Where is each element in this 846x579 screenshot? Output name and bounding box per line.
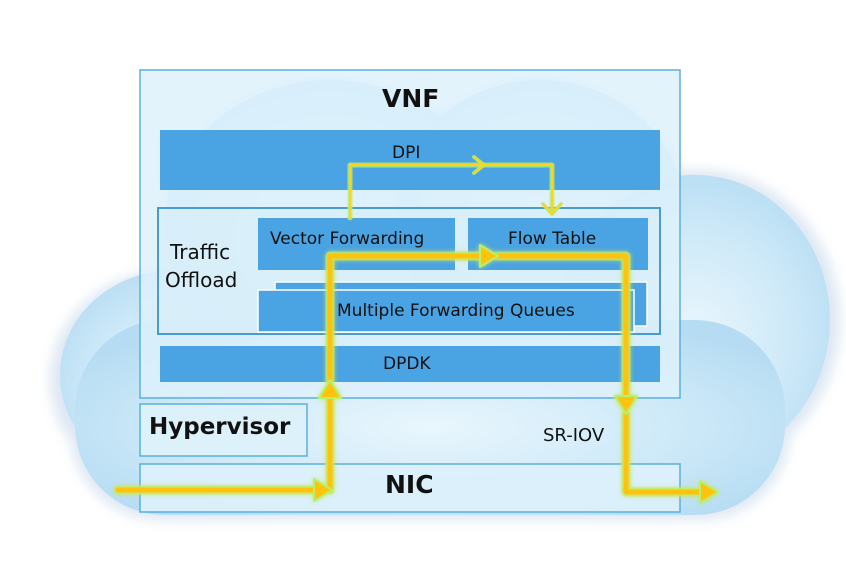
flow-table-label: Flow Table	[508, 229, 597, 249]
vector-forwarding-label: Vector Forwarding	[270, 229, 425, 249]
nic-label: NIC	[385, 470, 434, 499]
multiple-forwarding-queues-label: Multiple Forwarding Queues	[337, 301, 575, 321]
main-traffic-arrow	[113, 244, 719, 504]
hypervisor-label: Hypervisor	[149, 414, 291, 440]
dpi-flow-arrow	[347, 155, 563, 221]
dpdk-label: DPDK	[383, 354, 431, 374]
multiple-forwarding-queues-block	[257, 289, 635, 333]
sr-iov-label: SR-IOV	[543, 425, 605, 446]
dpdk-block	[160, 346, 660, 382]
traffic-offload-label-line2: Offload	[165, 268, 238, 292]
dpi-label: DPI	[392, 143, 421, 163]
dpi-block	[160, 130, 660, 190]
hypervisor-panel	[139, 403, 308, 457]
vector-forwarding-block	[258, 218, 455, 270]
traffic-offload-label-line1: Traffic	[170, 240, 231, 264]
vnf-title: VNF	[382, 84, 440, 113]
flow-table-block	[468, 218, 648, 270]
